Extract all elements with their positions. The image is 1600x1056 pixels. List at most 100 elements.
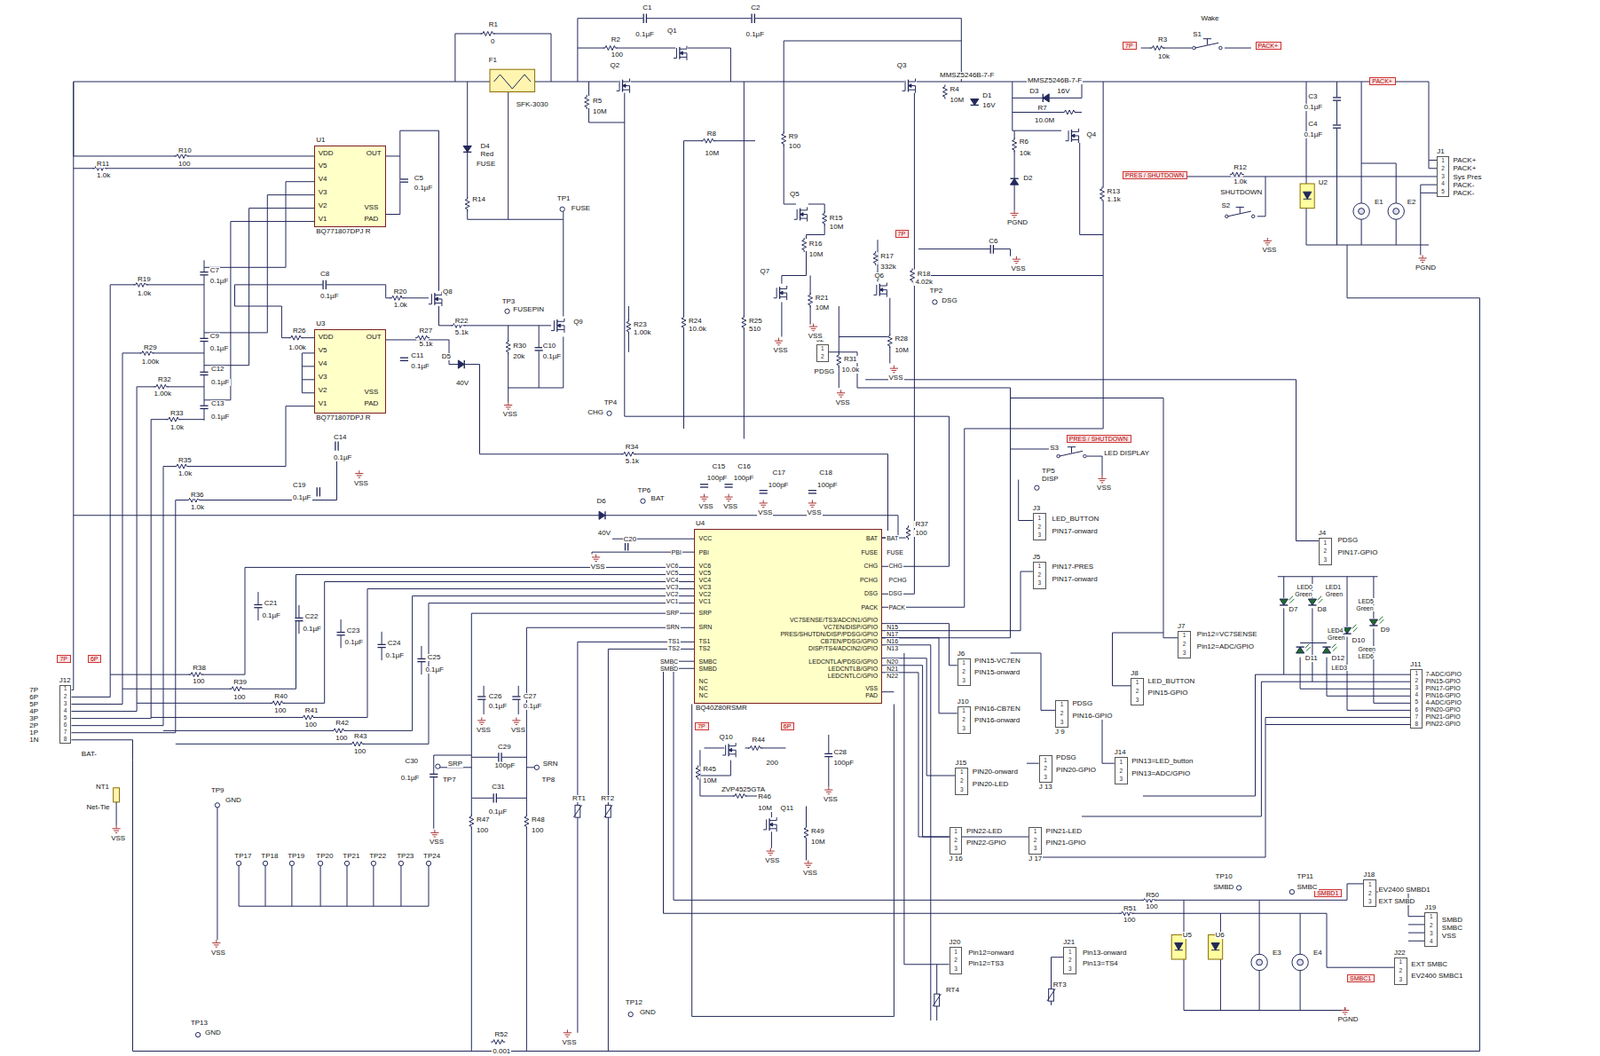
transistor-symbol <box>1065 128 1080 143</box>
capacitor-plate <box>199 371 208 373</box>
schematic-label: PIN17-GPIO <box>1424 685 1461 692</box>
symbol-body <box>417 658 426 663</box>
connector-box: J10123 <box>957 706 971 734</box>
transistor-symbol <box>794 206 809 221</box>
schematic-label: 2P <box>28 722 40 730</box>
resistor-symbol <box>780 131 787 146</box>
schematic-label: RT4 <box>945 986 961 994</box>
ground-symbol <box>809 323 818 332</box>
schematic-label: VSS <box>807 332 824 340</box>
schematic-label: PRES/SHUTDN/DISP/PDSG/GPIO <box>779 630 879 638</box>
connector-box: J112345 <box>1436 156 1450 198</box>
test-point <box>236 860 241 866</box>
symbol-body <box>199 405 208 410</box>
pin-number: 3 <box>1182 650 1187 657</box>
schematic-label: 100 <box>304 721 318 729</box>
pin-column: 123 <box>1029 827 1041 854</box>
pin-number: 2 <box>1033 837 1038 844</box>
wire <box>1102 714 1104 764</box>
wire <box>1265 724 1411 726</box>
ground-line <box>1422 255 1424 259</box>
wire <box>780 301 782 337</box>
resistor-symbol <box>801 237 807 253</box>
wire <box>122 352 205 354</box>
wire <box>1112 685 1132 686</box>
wire <box>704 747 726 749</box>
wire <box>1087 456 1103 476</box>
pin-column: 123 <box>1033 562 1046 589</box>
schematic-label: 7-ADC/GPIO <box>1424 670 1462 678</box>
wire <box>301 365 315 367</box>
pin-column: 123 <box>1395 958 1407 985</box>
wire <box>882 672 950 837</box>
schematic-label: 3P <box>28 715 40 723</box>
capacitor-plate <box>700 486 709 488</box>
ground-line <box>839 396 842 398</box>
ground-line <box>1014 210 1016 213</box>
led-symbol <box>1308 596 1323 606</box>
capacitor-plate <box>429 776 438 778</box>
schematic-label: TP13 <box>189 1019 209 1027</box>
wire <box>1336 81 1338 245</box>
wire <box>265 865 267 907</box>
schematic-label: LED5 <box>1357 598 1376 605</box>
fet-lead <box>1074 135 1080 141</box>
schematic-label: PIN16-CB7EN <box>973 705 1022 713</box>
part-designator: U1 <box>315 136 326 144</box>
schematic-label: 4-ADC/GPIO <box>1424 699 1462 706</box>
pad-ring <box>1353 203 1370 220</box>
schematic-label: R6 <box>1018 138 1030 146</box>
wire <box>110 283 205 285</box>
ground-line <box>759 502 768 504</box>
connector-box: J212 <box>816 344 829 363</box>
resistor-zigzag <box>154 384 169 389</box>
contact-pad <box>1251 953 1268 970</box>
ground-line <box>212 942 221 944</box>
wire <box>1018 520 1033 521</box>
schematic-label: R50 <box>1144 891 1160 899</box>
wiring <box>71 18 1481 1052</box>
wire <box>1183 175 1437 177</box>
ground-line <box>763 500 765 504</box>
capacitor-plate <box>750 14 752 24</box>
schematic-label: R31 <box>843 355 859 363</box>
test-point-pad <box>1289 889 1294 894</box>
led-ray <box>1318 599 1324 604</box>
schematic-label: SRP <box>665 609 680 616</box>
capacitor-plate <box>417 658 426 660</box>
test-point <box>370 860 376 866</box>
schematic-label: TP21 <box>341 852 361 860</box>
pin-number: 2 <box>1068 957 1072 964</box>
fet-arrow <box>780 291 783 295</box>
schematic-label: LED1 <box>1324 583 1343 591</box>
ground-line <box>1419 260 1426 261</box>
capacitor-plate <box>199 405 208 407</box>
ground-line <box>890 368 899 370</box>
capacitor-plate <box>492 793 494 803</box>
resistor-zigzag <box>165 417 181 422</box>
schematic-label: 510 <box>748 325 762 333</box>
symbol-body <box>725 483 734 488</box>
connector-box: J20123 <box>949 946 963 975</box>
schematic-label: SRP <box>447 760 464 768</box>
wire <box>122 688 297 690</box>
schematic-label: PCHG <box>888 576 908 584</box>
ground-line <box>808 502 817 504</box>
schematic-label: V3 <box>317 189 329 197</box>
test-point-pad <box>932 299 938 305</box>
fet-lead <box>780 285 788 289</box>
wire <box>433 755 473 757</box>
capacitor-plate <box>253 604 262 606</box>
schematic-label: C1 <box>641 4 653 12</box>
resistor-zigzag <box>873 251 878 266</box>
capacitor-plate <box>378 646 387 648</box>
wire <box>1408 915 1425 917</box>
pin-number: 2 <box>961 717 966 724</box>
wire <box>367 588 694 590</box>
pad-ring <box>1387 203 1404 220</box>
capacitor-plate <box>337 441 339 450</box>
test-point-pad <box>398 860 403 866</box>
schematic-label: TP22 <box>368 852 387 860</box>
ground-line <box>507 401 509 405</box>
